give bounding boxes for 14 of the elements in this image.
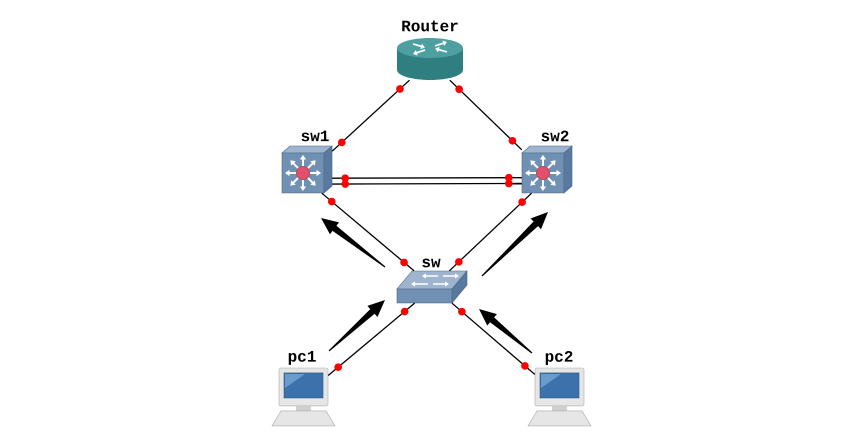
- connection-line: [448, 192, 532, 272]
- device-label: sw2: [542, 130, 568, 142]
- connection-line: [328, 302, 416, 376]
- device-label: Router: [402, 20, 458, 32]
- connection-line: [452, 302, 536, 375]
- device-label: pc2: [546, 350, 572, 365]
- connection-line: [332, 80, 410, 152]
- device-label: sw1: [302, 130, 329, 142]
- connection-line: [449, 80, 522, 150]
- device-label: pc1: [288, 351, 316, 365]
- connection-line: [332, 182, 522, 185]
- connection-line: [321, 192, 414, 272]
- device-label: sw: [422, 258, 441, 268]
- connection-line: [332, 177, 522, 179]
